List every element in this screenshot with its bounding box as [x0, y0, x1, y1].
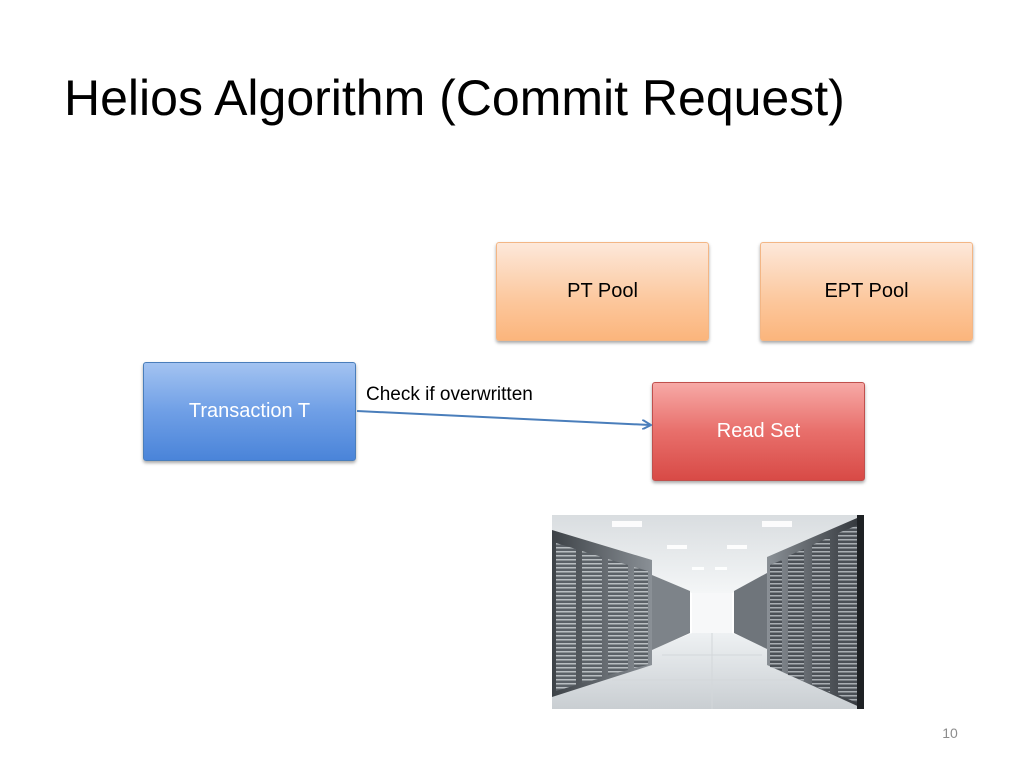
slide-title: Helios Algorithm (Commit Request): [64, 70, 845, 126]
transaction-label: Transaction T: [188, 400, 311, 422]
read-set-label: Read Set: [716, 420, 801, 442]
read-set-box: Read Set: [652, 382, 865, 481]
transaction-box: Transaction T: [143, 362, 356, 461]
pt-pool-label: PT Pool: [567, 280, 638, 302]
arrow-line: [356, 410, 650, 425]
page-number: 10: [942, 725, 958, 741]
ept-pool-box: EPT Pool: [760, 242, 973, 341]
pt-pool-box: PT Pool: [496, 242, 709, 341]
server-room-illustration: [552, 515, 864, 709]
arrow-label: Check if overwritten: [366, 384, 533, 405]
server-room-image: [552, 515, 864, 709]
ept-pool-label: EPT Pool: [824, 280, 909, 302]
